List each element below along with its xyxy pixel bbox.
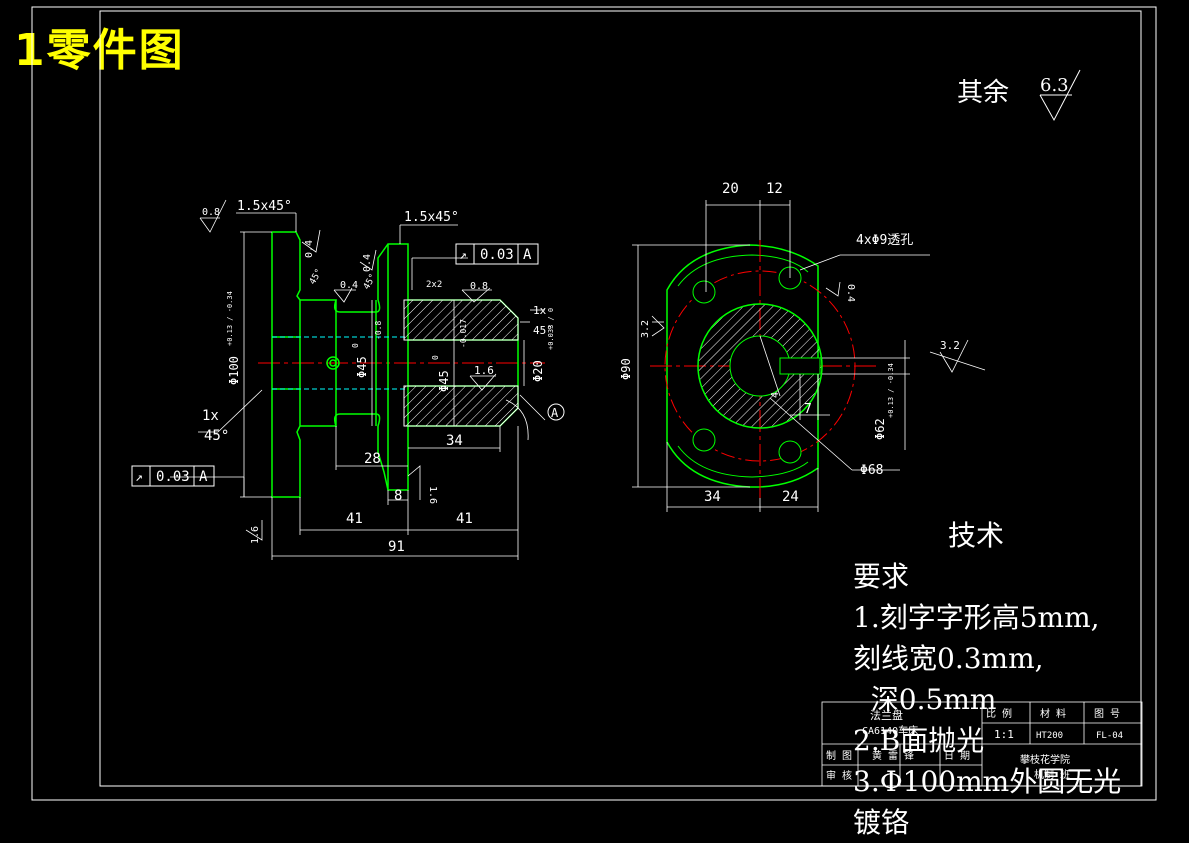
dim-phi62-tol: +0.13 / -0.34 xyxy=(887,363,895,418)
chamfer-note-1x: 1x xyxy=(202,408,219,424)
tol2-symbol: ↗ xyxy=(135,470,143,485)
dim-phi90: Φ90 xyxy=(619,358,633,380)
roughness-1.6-b: 1.6 xyxy=(427,486,438,504)
tolerance-frame-2: ↗ 0.03 A xyxy=(131,465,215,487)
outer-border xyxy=(31,6,1157,801)
tb-drawn-by: 黄 雷 锋 xyxy=(872,749,914,762)
tol2-value: 0.03 xyxy=(156,469,190,485)
dim-41-a: 41 xyxy=(346,511,363,527)
angle-45-a: 45° xyxy=(308,267,325,286)
roughness-0.8-a: 0.8 xyxy=(202,207,220,218)
tech-line-3: 刻线宽0.3mm, xyxy=(853,642,1044,675)
bolt-hole-3 xyxy=(692,428,716,452)
roughness-0.4-b: 0.4 xyxy=(340,280,358,291)
roughness-note-symbol xyxy=(1039,69,1081,122)
dim-4: 4 xyxy=(770,392,781,398)
tb-dept: 机制 班 xyxy=(1034,768,1070,781)
dim-91: 91 xyxy=(388,539,405,555)
tb-header-material: 材 料 xyxy=(1040,707,1066,720)
roughness-0.8-b: 0.8 xyxy=(470,281,488,292)
dim-phi45-a: Φ45 xyxy=(355,356,369,378)
tb-drawing-ref: CA6140车床 xyxy=(862,724,918,737)
dim-12: 12 xyxy=(766,181,783,197)
dim-24: 24 xyxy=(782,489,799,505)
tb-row-drawn: 制 图 xyxy=(826,749,852,762)
tech-title: 技术 xyxy=(948,519,1005,552)
angle-45-b: 45° xyxy=(362,272,379,291)
tol2-datum: A xyxy=(199,469,208,485)
tb-header-drawing-no: 图 号 xyxy=(1094,708,1120,720)
roughness-note-value: 6.3 xyxy=(1040,75,1069,96)
tb-scale-value: 1:1 xyxy=(994,728,1014,741)
hole-note: 4xΦ9透孔 xyxy=(856,233,913,248)
dim-phi45-b-tol: 0 xyxy=(431,355,440,360)
dim-20: 20 xyxy=(722,181,739,197)
bolt-hole-1 xyxy=(692,280,716,304)
tb-date-label: 日 期 xyxy=(944,750,970,762)
tb-row-review: 审 核 xyxy=(826,769,852,782)
title-block: 法兰盘 CA6140车床 比 例 材 料 图 号 1:1 HT200 FL-04… xyxy=(821,701,1143,787)
tech-line-7: 镀铬 xyxy=(853,806,910,839)
dim-phi100: Φ100 xyxy=(227,356,241,385)
dim-phi20-tol: +0.033 / 0 xyxy=(547,308,555,350)
dim-phi45-a-lower: -0.8 xyxy=(374,321,383,340)
tolerance-frame-1: ↗ 0.03 A xyxy=(455,243,539,265)
tol1-symbol: ↗ xyxy=(459,248,467,263)
dim-1x: 1x xyxy=(533,304,547,317)
tech-line-5: 2.B面抛光 xyxy=(853,724,985,757)
datum-circle xyxy=(547,403,565,421)
tb-material-value: HT200 xyxy=(1036,731,1063,741)
inner-border xyxy=(99,10,1142,787)
tech-line-6: 3.Φ100mm外圆无光 xyxy=(853,765,1122,798)
hidden-bore xyxy=(272,336,408,390)
tol1-datum: A xyxy=(523,247,532,263)
dim-8: 8 xyxy=(394,488,402,504)
roughness-0.4-side: 0.4 xyxy=(845,284,856,302)
drawing-title: 1零件图 xyxy=(14,25,185,76)
tb-header-scale: 比 例 xyxy=(986,707,1012,720)
dim-phi45-b: Φ45 xyxy=(437,370,451,392)
roughness-1.6-c: 1.6 xyxy=(250,526,261,544)
chamfer-note-45: 45° xyxy=(204,428,229,444)
tech-requirements: 技术要求 1.刻字字形高5mm, 刻线宽0.3mm, 深0.5mm 2.B面抛光 3.Φ… xyxy=(853,515,1153,843)
dim-phi20: Φ20 xyxy=(531,360,545,382)
dim-45deg: 45° xyxy=(533,324,553,337)
dim-34-side: 34 xyxy=(704,489,721,505)
roughness-0.4-c: 0.4 xyxy=(362,254,373,272)
roughness-1.6-a: 1.6 xyxy=(474,364,494,377)
hub-hatch-top xyxy=(403,299,519,341)
tech-line-4: 深0.5mm xyxy=(853,683,997,716)
bolt-hole-4 xyxy=(778,440,802,464)
chamfer-1: 1.5x45° xyxy=(237,199,292,214)
tb-school: 攀枝花学院 xyxy=(1020,753,1070,766)
dim-phi100-tol: +0.13 / -0.34 xyxy=(226,291,234,346)
tech-line-1: 要求 xyxy=(853,560,910,593)
dim-34-front: 34 xyxy=(446,433,463,449)
hub-hatch-bottom xyxy=(403,385,519,427)
front-view: 0.8 1.5x45° 1.5x45° 0.4 45° 0.4 45° 0.4 … xyxy=(131,199,565,560)
tech-line-2: 1.刻字字形高5mm, xyxy=(853,601,1100,634)
dim-2x2: 2x2 xyxy=(426,280,442,290)
dim-phi68: Φ68 xyxy=(860,463,883,478)
roughness-note-label: 其余 xyxy=(957,78,1009,108)
dim-41-b: 41 xyxy=(456,511,473,527)
roughness-0.4-a: 0.4 xyxy=(304,240,315,258)
dim-phi62: Φ62 xyxy=(873,418,887,440)
datum-label: A xyxy=(551,406,559,420)
tb-part-name: 法兰盘 xyxy=(870,708,903,722)
dim-phi45-b-lower: -0.017 xyxy=(459,319,468,348)
tol1-value: 0.03 xyxy=(480,247,514,263)
side-view: 20 12 4xΦ9透孔 0.4 3.2 3.2 Φ90 4 7 Φ62 +0.… xyxy=(619,181,986,512)
roughness-3.2-a: 3.2 xyxy=(640,320,651,338)
dim-28: 28 xyxy=(364,451,381,467)
roughness-3.2-b: 3.2 xyxy=(940,339,960,352)
chamfer-2: 1.5x45° xyxy=(404,210,459,225)
dim-7: 7 xyxy=(804,402,812,417)
tb-drawing-no-value: FL-04 xyxy=(1096,731,1123,741)
dim-phi45-a-tol: 0 xyxy=(351,343,360,348)
